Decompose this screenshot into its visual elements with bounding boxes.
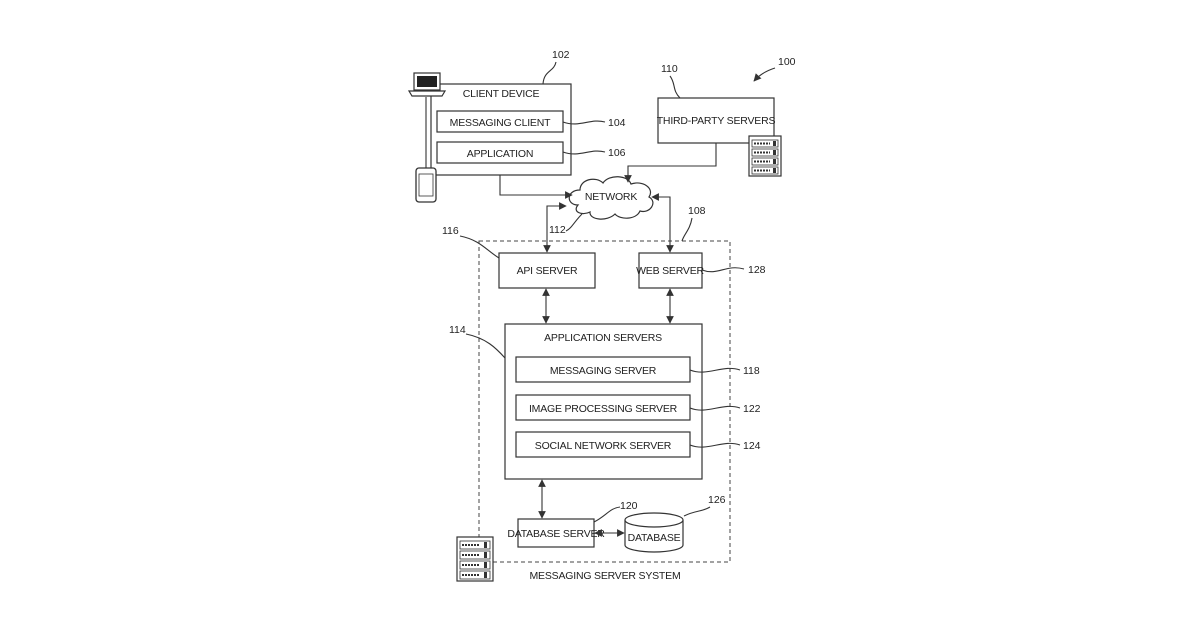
web-server-ref: 128 — [748, 264, 766, 276]
network-label: NETWORK — [585, 191, 637, 203]
messaging-client-label: MESSAGING CLIENT — [450, 117, 551, 129]
database-server-label: DATABASE SERVER — [507, 528, 605, 540]
server-rack-icon — [749, 136, 781, 176]
server-rack-icon — [457, 537, 493, 581]
database-server-ref: 120 — [620, 500, 638, 512]
application-ref: 106 — [608, 147, 626, 159]
messaging-server-system-leader — [682, 218, 692, 241]
database-label: DATABASE — [628, 532, 681, 544]
application-servers-title: APPLICATION SERVERS — [544, 332, 662, 344]
social-network-server-label: SOCIAL NETWORK SERVER — [535, 440, 672, 452]
third-party-leader — [670, 76, 680, 98]
image-processing-server-ref: 122 — [743, 403, 761, 415]
figure-number: 100 — [778, 56, 796, 68]
third-party-ref: 110 — [661, 63, 678, 75]
database-leader — [684, 507, 710, 516]
figure-number-arrow — [754, 68, 775, 81]
database-server-leader — [594, 507, 620, 522]
client-device-title: CLIENT DEVICE — [463, 88, 540, 100]
messaging-server-label: MESSAGING SERVER — [550, 365, 657, 377]
api-server-label: API SERVER — [517, 265, 578, 277]
messaging-server-system-label: MESSAGING SERVER SYSTEM — [530, 570, 681, 582]
image-processing-server-label: IMAGE PROCESSING SERVER — [529, 403, 678, 415]
api-server-ref: 116 — [442, 225, 459, 237]
messaging-client-ref: 104 — [608, 117, 626, 129]
client-device: CLIENT DEVICE MESSAGING CLIENT APPLICATI… — [431, 84, 571, 175]
thirdparty-network-connector — [628, 143, 716, 182]
web-server-label: WEB SERVER — [636, 265, 704, 277]
client-device-ref: 102 — [552, 49, 570, 61]
third-party-servers-label: THIRD-PARTY SERVERS — [657, 115, 776, 127]
network-web-connector — [652, 197, 670, 252]
laptop-icon — [409, 73, 445, 96]
phone-icon — [416, 168, 436, 202]
client-network-connector — [500, 175, 572, 195]
network-ref: 112 — [549, 224, 566, 236]
web-server-leader — [702, 268, 744, 272]
application-label: APPLICATION — [467, 148, 533, 160]
application-servers-ref: 114 — [449, 324, 466, 336]
social-network-server-ref: 124 — [743, 440, 761, 452]
client-device-leader — [543, 62, 556, 84]
messaging-server-system-ref: 108 — [688, 205, 706, 217]
database-ref: 126 — [708, 494, 726, 506]
application-servers-leader — [466, 334, 505, 358]
network-leader — [566, 214, 582, 231]
messaging-server-ref: 118 — [743, 365, 760, 377]
